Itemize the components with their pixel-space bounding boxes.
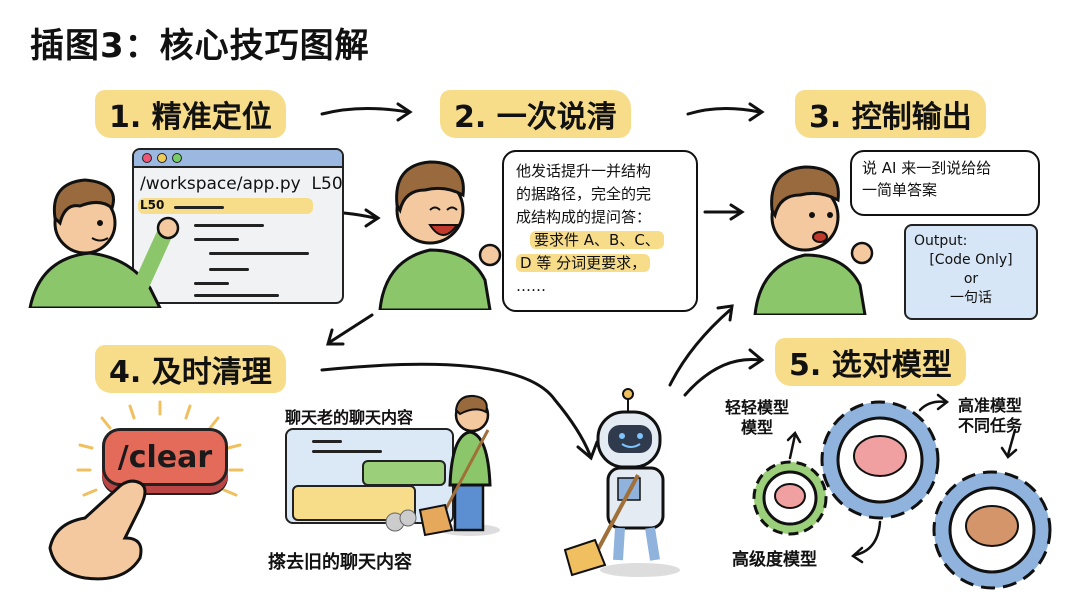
label-line: 高准模型: [958, 396, 1023, 415]
glow-rays-icon: [76, 400, 244, 497]
person-pointing-illustration: [28, 178, 180, 308]
brain-icon: [774, 483, 806, 509]
pointing-hand-icon: [48, 479, 147, 581]
person-sweeping-illustration: [385, 394, 500, 537]
bubble-text-line: 的据路径，完全的完: [516, 185, 652, 203]
person-explaining-illustration: [378, 160, 502, 310]
highlighted-line: [138, 198, 313, 214]
high-model-label: 高准模型 不同任务: [958, 396, 1022, 436]
chat-top-caption: 聊天老的聊天内容: [285, 408, 414, 427]
highlight-text-line: D 等 分词更要求，: [516, 254, 651, 272]
model-gears-illustration: [752, 393, 1052, 590]
clear-command-button[interactable]: /clear: [102, 428, 228, 486]
bubble-text-line: 成结构成的提问答：: [516, 208, 652, 226]
step-4-label: 4. 及时清理: [95, 345, 286, 393]
minimize-dot-icon: [157, 153, 167, 163]
chat-bottom-caption: 搽去旧的聊天内容: [268, 552, 412, 573]
step-1-label: 1. 精准定位: [95, 90, 286, 138]
output-option: [Code Only]: [929, 252, 1013, 268]
highlight-text-line: 要求件 A、B、C、: [530, 231, 664, 249]
arrow-icon: [320, 106, 410, 116]
arrow-icon: [686, 106, 762, 116]
page-title: 插图3：核心技巧图解: [30, 26, 370, 66]
advanced-model-label: 高级度模型: [732, 550, 817, 570]
robot-sweeping-illustration: [563, 388, 680, 577]
close-dot-icon: [142, 153, 152, 163]
step-2-label: 2. 一次说清: [440, 90, 631, 138]
step-5-label: 5. 选对模型: [775, 338, 966, 386]
window-titlebar: [134, 150, 342, 168]
brain-icon: [853, 435, 907, 477]
maximize-dot-icon: [172, 153, 182, 163]
gear-icon: [752, 460, 828, 536]
chat-history-window: [285, 428, 454, 524]
label-line: 轻轻模型: [725, 398, 790, 417]
label-line: 不同任务: [958, 416, 1023, 435]
label-line: 模型: [741, 418, 774, 437]
bubble-text-line: 他发话提升一并结构: [516, 162, 652, 180]
gear-icon: [932, 470, 1052, 590]
light-model-label: 轻轻模型 模型: [725, 398, 789, 438]
output-label: Output:: [914, 233, 968, 249]
bubble-text-line: 说 AI 来一刭说给给: [862, 159, 992, 177]
bubble-text-line: 一简单答案: [862, 181, 938, 199]
step-3-label: 3. 控制输出: [795, 90, 986, 138]
brain-icon: [965, 505, 1019, 547]
output-option: 一句话: [950, 290, 992, 306]
line-number: L50: [140, 198, 165, 212]
speech-bubble-step2: 他发话提升一并结构 的据路径，完全的完 成结构成的提问答： 要求件 A、B、C、…: [502, 150, 698, 312]
person-speaking-illustration: [753, 165, 874, 315]
output-format-box: Output: [Code Only] or 一句话: [904, 224, 1038, 320]
output-or: or: [963, 271, 979, 287]
speech-bubble-step3: 说 AI 来一刭说给给 一简单答案: [850, 150, 1040, 216]
file-path: /workspace/app.py L50: [140, 174, 343, 194]
gear-icon: [820, 400, 940, 520]
bubble-ellipsis: ……: [516, 277, 546, 295]
